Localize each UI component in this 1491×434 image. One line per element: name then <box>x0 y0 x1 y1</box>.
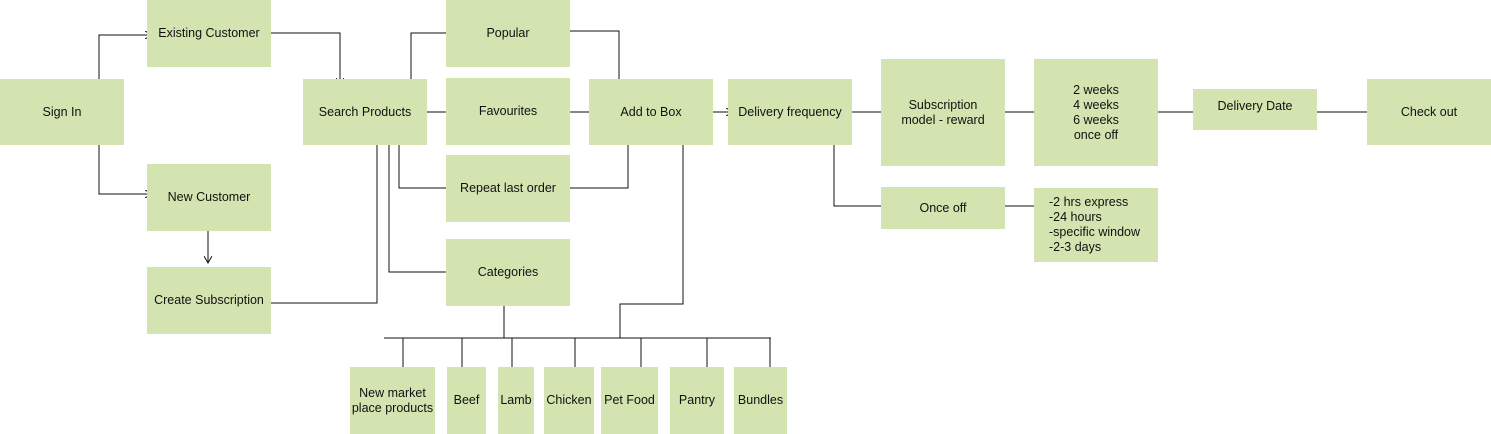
arrow-signin-existing <box>98 35 152 87</box>
node-pet-food: Pet Food <box>601 367 658 434</box>
arrow-search-repeat <box>398 132 453 188</box>
node-bundles: Bundles <box>734 367 787 434</box>
node-delivery-frequency: Delivery frequency <box>728 79 852 145</box>
node-existing-customer: Existing Customer <box>147 0 271 67</box>
node-lamb: Lamb <box>498 367 534 434</box>
node-new-market: New market place products <box>350 367 435 434</box>
arrow-bus-addbox <box>619 134 683 338</box>
arrow-signin-new <box>98 142 152 194</box>
node-add-to-box: Add to Box <box>589 79 713 145</box>
node-categories: Categories <box>446 239 570 306</box>
arrow-popular-add <box>555 30 619 91</box>
arrow-repeat-add <box>562 137 628 189</box>
node-repeat-last-order: Repeat last order <box>446 155 570 222</box>
arrow-create-search <box>270 130 377 304</box>
node-delivery-options: -2 hrs express -24 hours -specific windo… <box>1034 188 1158 262</box>
node-search-products: Search Products <box>303 79 427 145</box>
node-check-out: Check out <box>1367 79 1491 145</box>
node-subscription-model: Subscription model - reward <box>881 59 1005 166</box>
node-new-customer: New Customer <box>147 164 271 231</box>
node-pantry: Pantry <box>670 367 724 434</box>
node-weeks-options: 2 weeks 4 weeks 6 weeks once off <box>1034 59 1158 166</box>
arrow-search-categories <box>388 132 460 272</box>
node-beef: Beef <box>447 367 486 434</box>
node-create-subscription: Create Subscription <box>147 267 271 334</box>
arrow-existing-search <box>267 32 340 85</box>
node-once-off: Once off <box>881 187 1005 229</box>
arrow-frequency-onceoff <box>833 124 896 206</box>
arrow-search-popular <box>410 33 463 93</box>
node-delivery-date: Delivery Date <box>1193 89 1317 130</box>
node-favourites: Favourites <box>446 78 570 145</box>
node-popular: Popular <box>446 0 570 67</box>
node-sign-in: Sign In <box>0 79 124 145</box>
node-chicken: Chicken <box>544 367 594 434</box>
